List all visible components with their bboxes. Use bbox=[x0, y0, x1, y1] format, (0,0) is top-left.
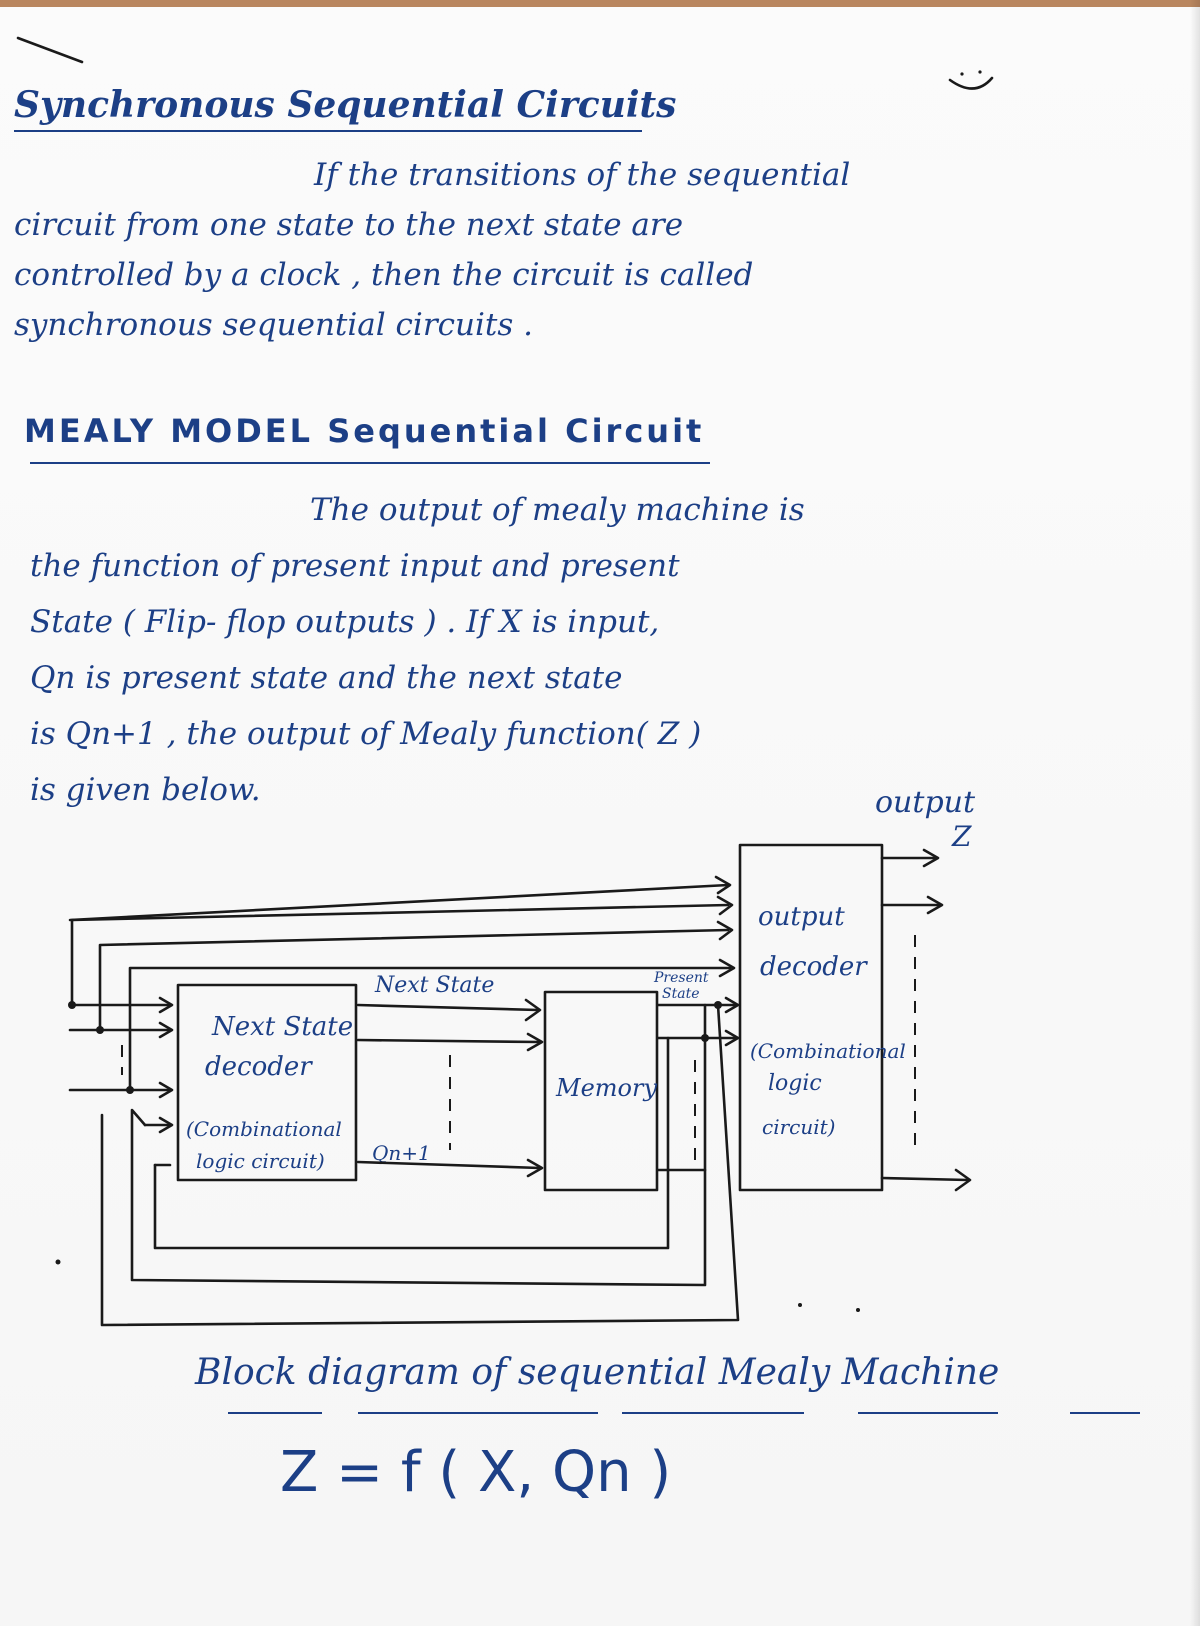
input-to-output-2 bbox=[98, 928, 730, 1032]
memory-box bbox=[543, 990, 659, 1192]
nsd-sub-line2: logic circuit) bbox=[196, 1149, 325, 1173]
arrowhead bbox=[158, 1081, 174, 1099]
arrowhead bbox=[158, 1116, 174, 1134]
feedback-loop-3 bbox=[100, 1003, 740, 1327]
paragraph-mealy-definition: The output of mealy machine is the funct… bbox=[30, 482, 1180, 818]
paragraph1-line: If the transitions of the sequential bbox=[314, 157, 851, 193]
arrowhead bbox=[716, 920, 734, 941]
stray-dot bbox=[856, 1308, 860, 1312]
nsd-title-line1: Next State bbox=[211, 1012, 353, 1042]
next-state-arrow-label: Next State bbox=[374, 973, 494, 998]
stray-dot bbox=[798, 1303, 802, 1307]
caption-underline bbox=[228, 1412, 322, 1414]
stray-marks bbox=[16, 36, 994, 90]
paragraph1-line: synchronous sequential circuits . bbox=[14, 307, 533, 343]
paragraph2-line: The output of mealy machine is bbox=[310, 492, 805, 528]
paragraph1-line: circuit from one state to the next state… bbox=[14, 207, 684, 243]
paper-top-edge bbox=[0, 0, 1200, 7]
qn1-label: Qn+1 bbox=[372, 1141, 431, 1165]
paragraph1-line: controlled by a clock , then the circuit… bbox=[14, 257, 754, 293]
paragraph2-line: is Qn+1 , the output of Mealy function( … bbox=[30, 716, 702, 752]
junction-dot bbox=[68, 1001, 76, 1009]
arrowhead bbox=[524, 998, 542, 1022]
caption-underline bbox=[358, 1412, 598, 1414]
junction-dot bbox=[96, 1026, 104, 1034]
feedback-loop-1 bbox=[153, 1036, 670, 1250]
heading2-underline bbox=[30, 462, 710, 464]
junction-dot bbox=[701, 1034, 709, 1042]
arrowhead bbox=[158, 1021, 174, 1039]
paragraph-synchronous-definition: If the transitions of the sequential cir… bbox=[14, 150, 1164, 350]
paragraph2-line: Qn is present state and the next state bbox=[30, 660, 623, 696]
output-arrow-3 bbox=[880, 1176, 970, 1182]
caption-underline bbox=[1070, 1412, 1140, 1414]
next-state-line-1 bbox=[356, 1003, 540, 1012]
arrowhead bbox=[926, 895, 944, 915]
output-decoder-box bbox=[738, 843, 884, 1192]
od-line4: logic bbox=[768, 1071, 822, 1096]
paragraph2-line: is given below. bbox=[30, 772, 261, 808]
output-z-label: Z bbox=[951, 820, 972, 853]
paragraph2-line: the function of present input and presen… bbox=[30, 548, 680, 584]
qn1-line bbox=[356, 1160, 542, 1170]
nsd-title-line2: decoder bbox=[205, 1052, 313, 1082]
memory-label: Memory bbox=[555, 1074, 657, 1102]
caption-underline bbox=[622, 1412, 804, 1414]
od-line2: decoder bbox=[760, 952, 868, 982]
od-line1: output bbox=[758, 902, 845, 932]
feedback-loop-2 bbox=[130, 1003, 707, 1287]
input-to-output-top bbox=[68, 883, 730, 922]
diagram-caption: Block diagram of sequential Mealy Machin… bbox=[195, 1352, 1000, 1393]
arrowhead bbox=[716, 895, 734, 916]
caption-underline bbox=[858, 1412, 998, 1414]
paragraph2-line: State ( Flip- flop outputs ) . If X is i… bbox=[30, 604, 660, 640]
output-label: output bbox=[875, 785, 976, 820]
present-state-line2: State bbox=[662, 986, 699, 1002]
heading1-underline bbox=[14, 130, 642, 132]
arrowhead bbox=[714, 875, 732, 895]
present-state-line1: Present bbox=[653, 970, 709, 986]
heading-synchronous-sequential-circuits: Synchronous Sequential Circuits bbox=[14, 84, 677, 126]
arrowhead bbox=[158, 996, 174, 1014]
od-line3: (Combinational bbox=[750, 1039, 906, 1063]
arrowhead bbox=[954, 1168, 972, 1192]
heading-mealy-model: MEALY MODEL Sequential Circuit bbox=[24, 412, 705, 450]
junction-dot bbox=[126, 1086, 134, 1094]
nsd-sub-line1: (Combinational bbox=[186, 1117, 342, 1141]
arrowhead bbox=[526, 1032, 544, 1052]
next-state-line-2 bbox=[356, 1038, 542, 1044]
junction-dot bbox=[714, 1001, 722, 1009]
paper-right-shadow bbox=[1190, 0, 1200, 1626]
arrowhead bbox=[526, 1158, 544, 1178]
od-line5: circuit) bbox=[762, 1115, 835, 1139]
arrowhead bbox=[922, 848, 940, 868]
arrowhead bbox=[724, 1029, 740, 1047]
arrowhead bbox=[724, 996, 740, 1014]
next-state-decoder-box bbox=[176, 983, 358, 1182]
stray-dot bbox=[55, 1259, 61, 1265]
input-to-output-3 bbox=[128, 966, 732, 1092]
mealy-output-formula: Z = f ( X, Qn ) bbox=[280, 1440, 672, 1505]
arrowhead bbox=[718, 958, 736, 978]
